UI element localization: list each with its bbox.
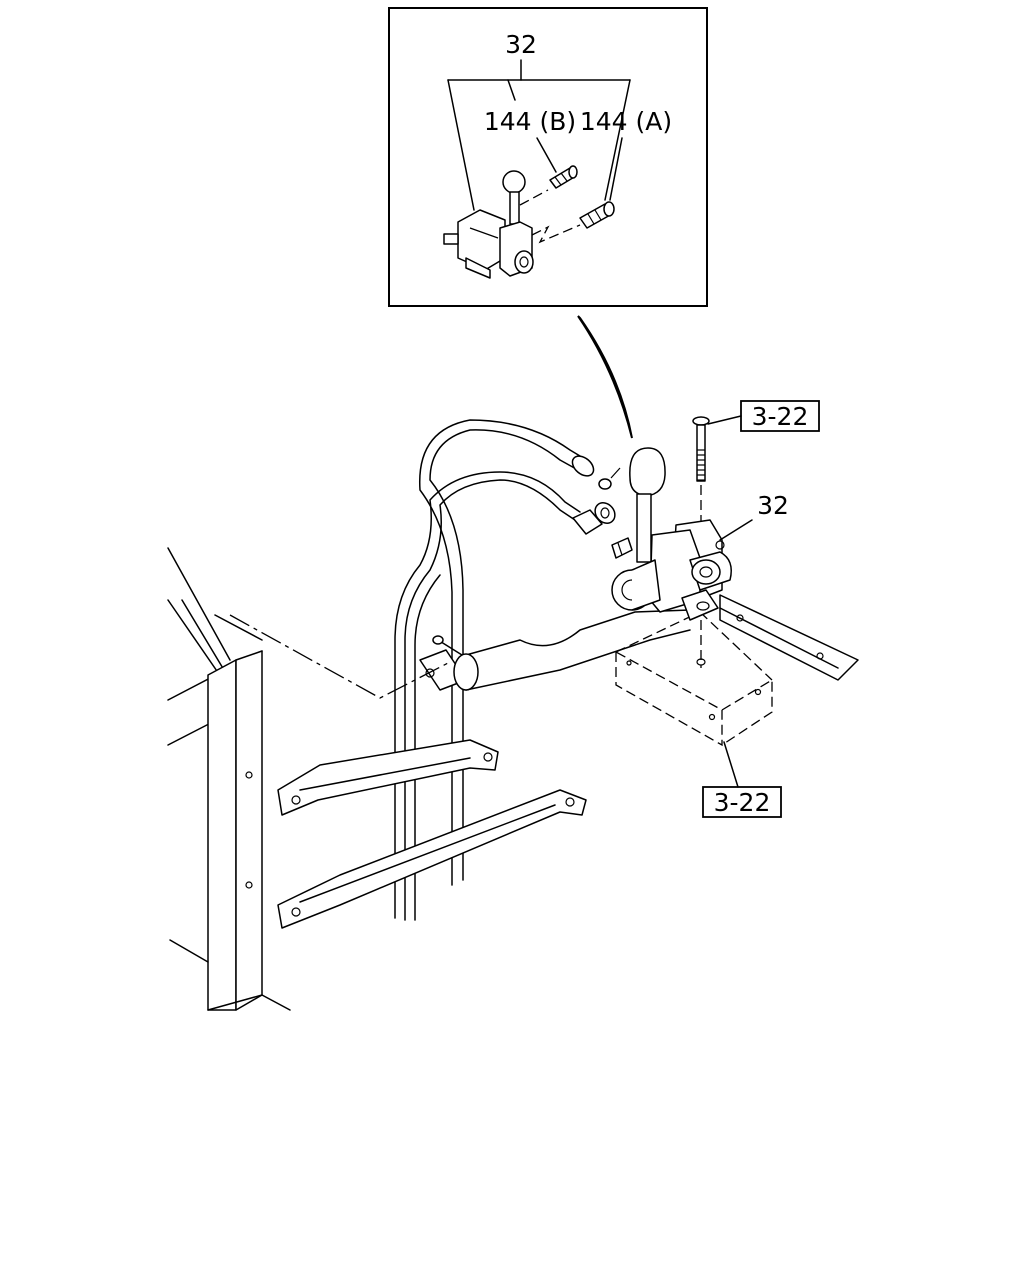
inset-leader-lines [447, 59, 631, 211]
brake-pipe-icon [394, 419, 621, 921]
parking-brake-valve-icon [611, 447, 732, 621]
inset-detail: 32 144 (B) 144 (A) [388, 7, 708, 307]
ref-bottom-label[interactable]: 3-22 [714, 788, 771, 817]
ref-top-leader [707, 415, 742, 425]
part-144b-label: 144 (B) [484, 107, 576, 136]
frame-rail-icon [229, 609, 691, 699]
ref-bottom-callout[interactable]: 3-22 [702, 786, 782, 818]
valve-part-label: 32 [757, 491, 789, 520]
cab-frame [167, 547, 291, 1011]
inset-assembly-label: 32 [505, 30, 537, 59]
bracket-icon [615, 594, 859, 747]
valve-leader-line [719, 519, 753, 541]
fitting-144b-icon [549, 165, 578, 189]
inset-frame [388, 7, 708, 307]
ref-top-label[interactable]: 3-22 [752, 402, 809, 431]
ref-bottom-leader [723, 741, 739, 788]
lower-bracket-icon [277, 739, 587, 929]
fitting-144a-icon [579, 201, 615, 229]
ref-top-callout[interactable]: 3-22 [740, 400, 820, 432]
detail-callout-arrow [577, 315, 633, 439]
inset-valve-icon [443, 170, 534, 279]
part-144a-label: 144 (A) [580, 107, 672, 136]
